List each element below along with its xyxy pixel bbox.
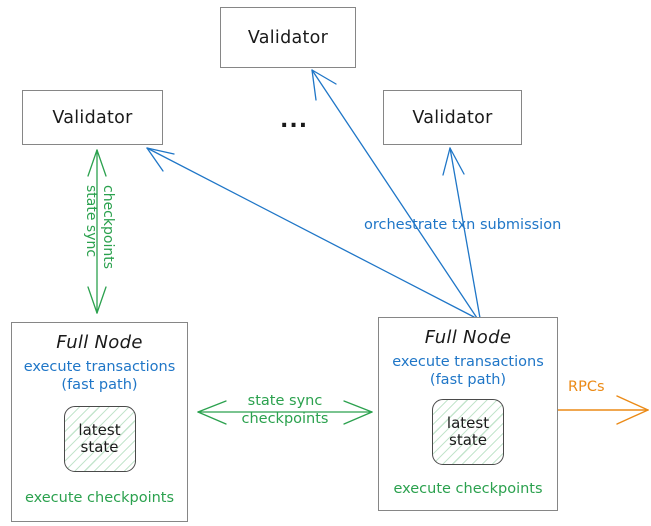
arrow-state-sync-vertical <box>87 149 107 314</box>
full-node-left-execute-checkpoints: execute checkpoints <box>24 490 175 507</box>
full-node-right-latest-state-chip[interactable]: latest state <box>432 399 504 466</box>
arrow-rpcs <box>557 395 649 425</box>
validator-top-box[interactable]: Validator <box>220 7 356 68</box>
full-node-right-box[interactable]: Full Node execute transactions (fast pat… <box>378 317 558 511</box>
label-orchestrate-txn-submission: orchestrate txn submission <box>364 217 562 233</box>
validator-right-box[interactable]: Validator <box>383 90 522 145</box>
full-node-right-execute-checkpoints: execute checkpoints <box>393 481 543 498</box>
validators-ellipsis: ... <box>280 108 309 133</box>
full-node-left-box[interactable]: Full Node execute transactions (fast pat… <box>11 322 188 522</box>
validator-left-label: Validator <box>52 107 133 128</box>
full-node-left-title: Full Node <box>56 332 143 353</box>
full-node-left-execute-transactions: execute transactions (fast path) <box>24 359 176 394</box>
full-node-left-exec-txn-line1: execute transactions <box>23 359 176 375</box>
full-node-right-execute-transactions: execute transactions (fast path) <box>392 354 544 389</box>
full-node-left-state-line2: state <box>80 438 119 457</box>
label-state-sync-middle-line1: state sync <box>247 393 323 409</box>
full-node-left-latest-state-chip[interactable]: latest state <box>63 406 136 473</box>
validator-right-label: Validator <box>412 107 493 128</box>
full-node-right-title: Full Node <box>424 327 512 348</box>
full-node-right-exec-txn-line1: execute transactions <box>392 354 544 370</box>
arrow-fullnode-to-validator-top <box>311 69 478 319</box>
validator-left-box[interactable]: Validator <box>22 90 163 145</box>
full-node-right-exec-txn-line2: (fast path) <box>429 371 507 388</box>
label-state-sync-checkpoints-middle: state sync checkpoints <box>232 392 338 428</box>
label-state-sync-vertical-line2: checkpoints <box>100 185 116 269</box>
full-node-right-state-line2: state <box>449 431 487 450</box>
label-state-sync-middle-line2: checkpoints <box>241 411 329 428</box>
label-rpcs: RPCs <box>568 379 605 395</box>
full-node-left-exec-txn-line2: (fast path) <box>61 376 138 393</box>
arrow-state-sync-horizontal <box>197 400 373 425</box>
arrow-fullnode-to-validator-left <box>146 147 475 318</box>
arrow-fullnode-to-validator-right <box>442 147 481 319</box>
full-node-right-state-line1: latest <box>446 414 490 433</box>
full-node-left-state-line1: latest <box>78 421 121 440</box>
label-state-sync-vertical-line1: state sync <box>83 185 99 258</box>
validator-top-label: Validator <box>247 27 329 48</box>
